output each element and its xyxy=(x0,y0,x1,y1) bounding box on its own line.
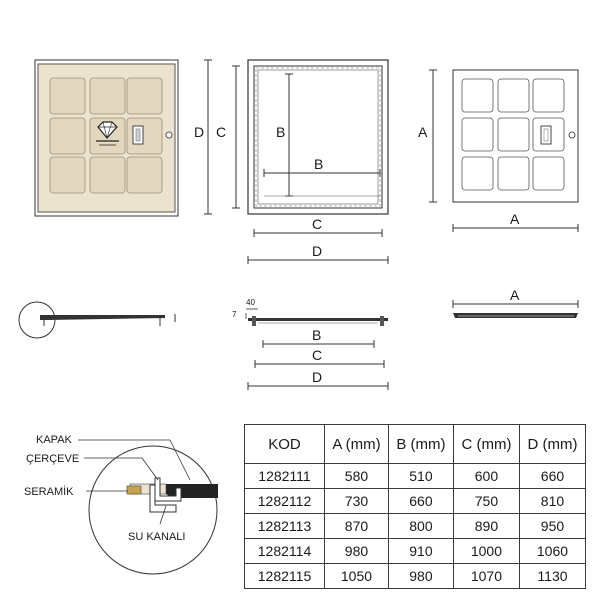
frame-bottom-dimensions xyxy=(247,229,389,264)
frame-top-view: B B xyxy=(247,59,389,215)
dim-label-a-profile: A xyxy=(510,287,520,303)
cell-d: 660 xyxy=(518,463,587,489)
dim-label-a-side: A xyxy=(418,124,428,140)
cell-b: 510 xyxy=(387,463,454,489)
table-header-row: KOD A (mm) B (mm) C (mm) D (mm) xyxy=(244,424,587,464)
detail-section xyxy=(78,439,218,575)
cell-b: 660 xyxy=(387,488,454,514)
cell-c: 890 xyxy=(452,513,520,539)
cell-c: 750 xyxy=(452,488,520,514)
cell-c: 1070 xyxy=(452,563,520,589)
dim-label-c-side: C xyxy=(216,124,226,140)
header-a: A (mm) xyxy=(324,424,389,464)
cell-a: 580 xyxy=(324,463,389,489)
header-c: C (mm) xyxy=(452,424,520,464)
table-row: 1282111 580 510 600 660 xyxy=(244,463,587,489)
profile-dim-7: 7 xyxy=(232,310,237,319)
cell-kod: 1282113 xyxy=(244,513,325,539)
table-row: 1282115 1050 980 1070 1130 xyxy=(244,563,587,589)
cell-kod: 1282111 xyxy=(244,463,325,489)
cell-b: 980 xyxy=(387,563,454,589)
header-d: D (mm) xyxy=(518,424,587,464)
callout-kapak: KAPAK xyxy=(36,434,73,446)
cover-outline-dimensions xyxy=(429,69,579,232)
dim-label-a-bottom: A xyxy=(510,211,520,227)
cell-d: 1060 xyxy=(518,538,587,564)
dim-label-b-horizontal: B xyxy=(314,156,323,172)
callout-seramik: SERAMİK xyxy=(24,485,74,498)
dim-label-c-bottom: C xyxy=(312,216,322,232)
frame-profile-view xyxy=(245,308,388,326)
diamond-icon xyxy=(96,121,119,146)
cell-kod: 1282114 xyxy=(244,538,325,564)
cell-kod: 1282112 xyxy=(244,488,325,514)
cell-a: 1050 xyxy=(324,563,389,589)
cell-c: 1000 xyxy=(452,538,520,564)
cell-a: 980 xyxy=(324,538,389,564)
profile-dim-40: 40 xyxy=(246,298,255,307)
callout-su-kanali: SU KANALI xyxy=(128,531,185,543)
dim-label-c-profile: C xyxy=(312,347,322,363)
outline-profile-view xyxy=(452,300,579,318)
cell-d: 950 xyxy=(518,513,587,539)
dimension-table: KOD A (mm) B (mm) C (mm) D (mm) 1282111 … xyxy=(244,424,587,589)
dim-label-d-side: D xyxy=(194,124,204,140)
handle-outline-icon xyxy=(540,125,576,145)
frame-profile-dimensions xyxy=(247,340,389,390)
cell-d: 1130 xyxy=(518,563,587,589)
handle-icon xyxy=(132,125,173,145)
cell-b: 800 xyxy=(387,513,454,539)
cover-profile-view xyxy=(18,301,176,339)
dim-label-d-bottom: D xyxy=(312,243,322,259)
cell-d: 810 xyxy=(518,488,587,514)
header-b: B (mm) xyxy=(387,424,454,464)
cell-kod: 1282115 xyxy=(244,563,325,589)
dim-label-b-vertical: B xyxy=(276,124,285,140)
cell-c: 600 xyxy=(452,463,520,489)
dim-label-d-profile: D xyxy=(312,369,322,385)
dim-label-b-profile: B xyxy=(312,327,321,343)
table-row: 1282113 870 800 890 950 xyxy=(244,513,587,539)
header-kod: KOD xyxy=(244,424,325,464)
cell-a: 870 xyxy=(324,513,389,539)
frame-side-dimensions xyxy=(204,59,240,215)
table-row: 1282112 730 660 750 810 xyxy=(244,488,587,514)
table-row: 1282114 980 910 1000 1060 xyxy=(244,538,587,564)
cell-a: 730 xyxy=(324,488,389,514)
cover-outline-view xyxy=(452,69,579,203)
cell-b: 910 xyxy=(387,538,454,564)
callout-cerceve: ÇERÇEVE xyxy=(26,453,79,465)
cover-front-view xyxy=(34,59,179,217)
